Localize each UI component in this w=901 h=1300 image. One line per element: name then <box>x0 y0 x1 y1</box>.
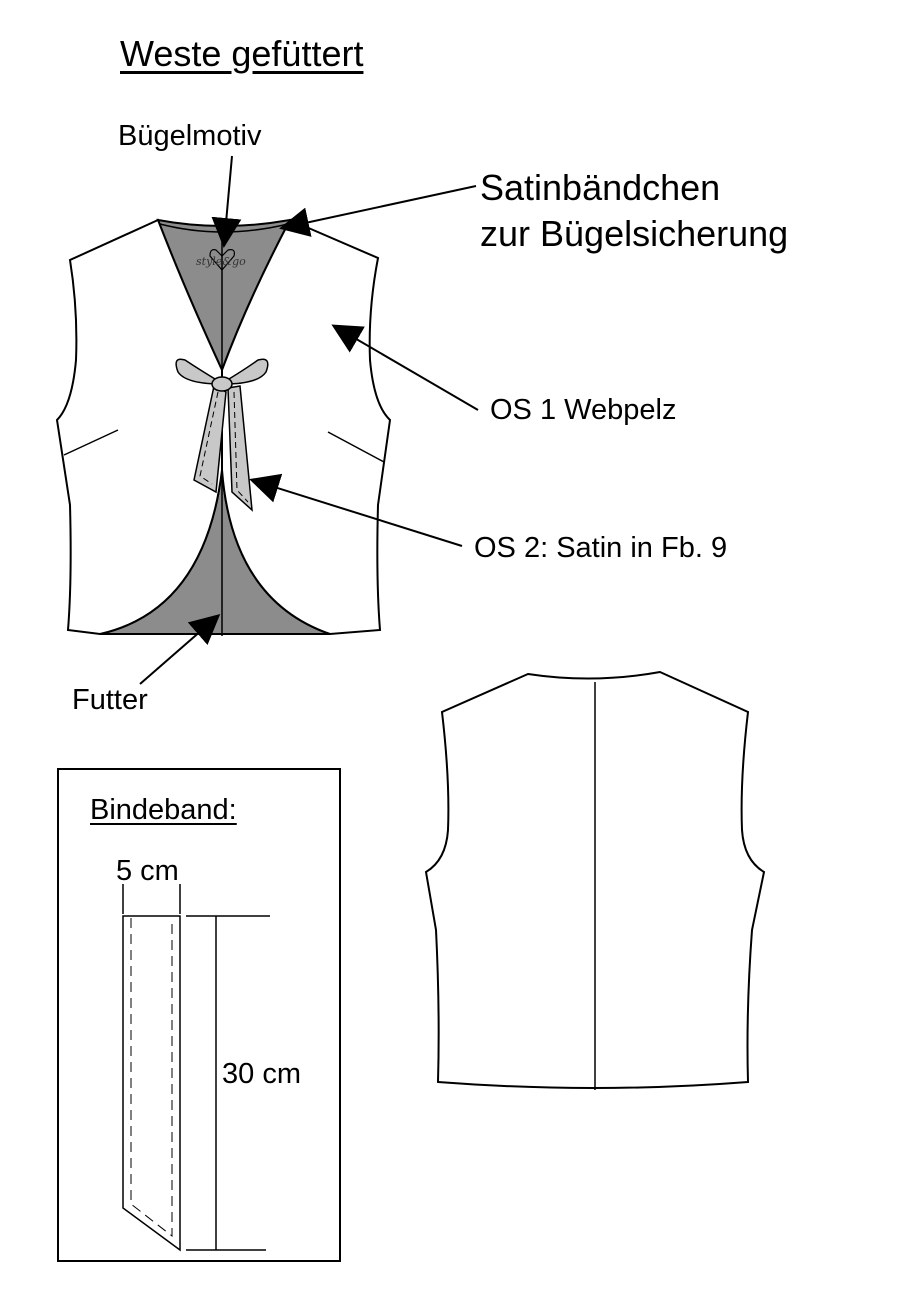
tie-band-seam-line <box>130 918 173 1238</box>
page-title: Weste gefüttert <box>120 33 364 74</box>
label-outer-fabric-1: OS 1 Webpelz <box>490 394 677 426</box>
motif-logo-text: style&go <box>196 255 246 268</box>
vest-front-right-panel <box>221 218 392 636</box>
arrow-os1 <box>331 324 479 411</box>
heart-motif-icon <box>209 249 235 271</box>
arrow-futter <box>139 614 221 685</box>
tie-band-width-label: 5 cm <box>116 855 179 887</box>
arrow-os2 <box>249 473 463 547</box>
pocket-line-left <box>63 429 119 456</box>
label-motif: Bügelmotiv <box>118 120 262 152</box>
tie-band-box <box>57 768 341 1262</box>
tie-band-length-label: 30 cm <box>222 1058 301 1090</box>
arrow-satin-ribbon <box>279 185 477 237</box>
label-satin-ribbon-line2: zur Bügelsicherung <box>480 213 789 254</box>
label-lining: Futter <box>72 684 148 716</box>
label-outer-fabric-2: OS 2: Satin in Fb. 9 <box>474 532 728 564</box>
vest-front-left-panel <box>55 218 223 636</box>
label-satin-ribbon-line1: Satinbändchen <box>480 167 721 208</box>
tie-band-pattern <box>122 915 181 1252</box>
pocket-line-right <box>327 431 385 463</box>
arrow-motif <box>211 155 242 248</box>
tie-band-title: Bindeband: <box>90 794 237 826</box>
tie-bow <box>175 358 269 512</box>
